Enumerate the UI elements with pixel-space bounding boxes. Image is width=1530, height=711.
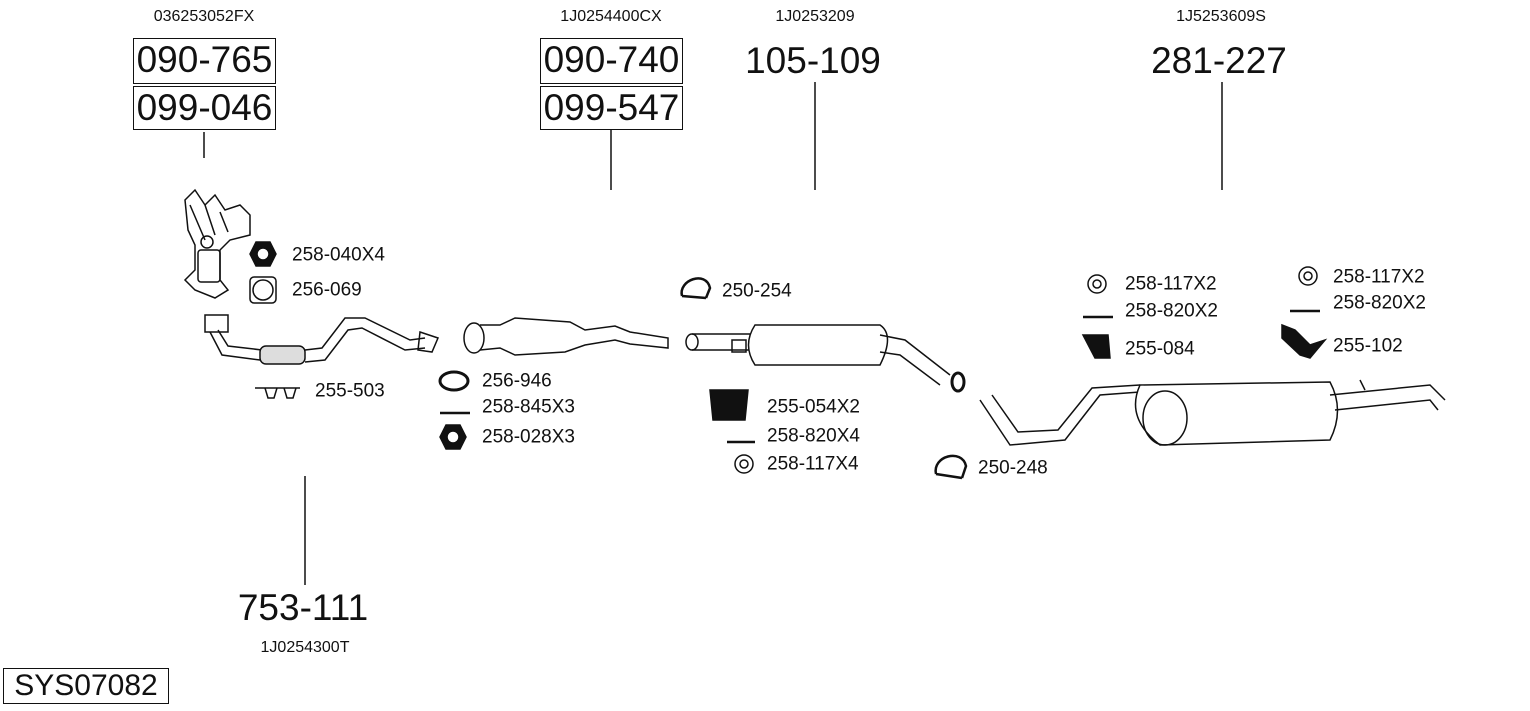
gasket-icon: [249, 276, 277, 304]
accessory-label[interactable]: 255-102: [1333, 335, 1403, 357]
accessory-label[interactable]: 258-040X4: [292, 244, 385, 266]
bracket-icon: [1281, 323, 1328, 359]
oe-number: 1J0253209: [775, 8, 855, 25]
front-pipe-drawing: [204, 314, 440, 365]
ring-gasket-icon: [438, 370, 470, 392]
accessory-label[interactable]: 258-117X2: [1125, 273, 1217, 295]
accessory-label[interactable]: 256-946: [482, 370, 552, 392]
accessory-label[interactable]: 255-054X2: [767, 396, 860, 418]
oe-number: 036253052FX: [153, 8, 255, 25]
accessory-label[interactable]: 256-069: [292, 279, 362, 301]
oe-number: 1J0254300T: [260, 639, 350, 656]
rubber-hanger-icon: [1081, 334, 1111, 359]
washer-icon: [734, 454, 754, 474]
part-number-box[interactable]: 090-740: [540, 38, 683, 84]
washer-icon: [1087, 274, 1107, 294]
accessory-label[interactable]: 250-248: [978, 457, 1048, 479]
oe-number: 1J0254400CX: [560, 8, 662, 25]
accessory-label[interactable]: 258-820X2: [1125, 300, 1218, 322]
catalytic-converter-drawing: [463, 317, 669, 356]
accessory-label[interactable]: 258-117X4: [767, 453, 859, 475]
accessory-label[interactable]: 250-254: [722, 280, 792, 302]
accessory-label[interactable]: 258-028X3: [482, 426, 575, 448]
accessory-label[interactable]: 255-084: [1125, 338, 1195, 360]
rear-silencer-drawing: [979, 379, 1446, 446]
middle-silencer-drawing: [685, 324, 966, 393]
part-number-box[interactable]: 099-547: [540, 86, 683, 130]
part-number-box[interactable]: 099-046: [133, 86, 276, 130]
manifold-catalyst-drawing: [183, 188, 251, 299]
part-number[interactable]: 753-111: [237, 587, 369, 628]
accessory-label[interactable]: 255-503: [315, 380, 385, 402]
rubber-hanger-icon: [709, 389, 749, 421]
clamp-icon: [680, 277, 712, 300]
accessory-label[interactable]: 258-117X2: [1333, 266, 1425, 288]
clamp-icon: [934, 454, 968, 480]
washer-icon: [1298, 266, 1318, 286]
oe-number: 1J5253609S: [1176, 8, 1266, 25]
hanger-icon: [255, 387, 300, 399]
system-id-box: SYS07082: [3, 668, 169, 704]
accessory-label[interactable]: 258-845X3: [482, 396, 575, 418]
part-number[interactable]: 105-109: [745, 40, 881, 81]
accessory-label[interactable]: 258-820X2: [1333, 292, 1426, 314]
part-number-box[interactable]: 090-765: [133, 38, 276, 84]
accessory-label[interactable]: 258-820X4: [767, 425, 860, 447]
part-number[interactable]: 281-227: [1151, 40, 1287, 81]
